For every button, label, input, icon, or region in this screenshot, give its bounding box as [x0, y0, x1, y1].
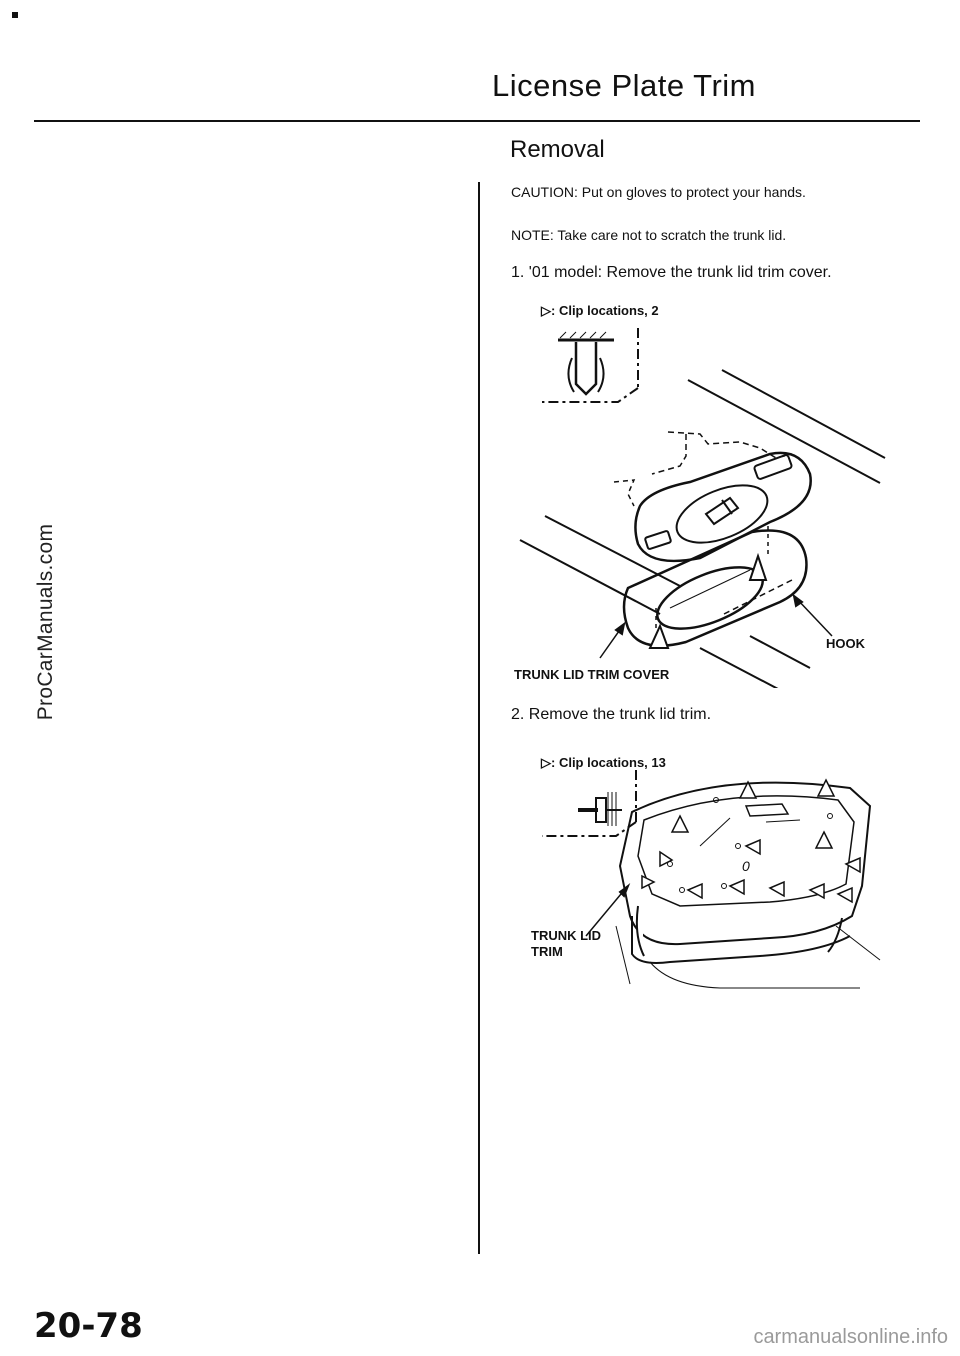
- step-1: 1. '01 model: Remove the trunk lid trim …: [511, 264, 832, 281]
- figure2-clip-inset: [542, 770, 637, 837]
- page-title: License Plate Trim: [492, 68, 756, 103]
- figure1-clip-label: ▷: Clip locations, 2: [541, 303, 659, 318]
- figure1-trim-cover-illustration: [519, 328, 886, 688]
- trunk-lid-trim-cover-label: TRUNK LID TRIM COVER: [514, 667, 670, 682]
- side-watermark: ProCarManuals.com: [34, 523, 57, 721]
- figure2-trunk-lid-trim-illustration: [542, 770, 881, 989]
- caution-note: CAUTION: Put on gloves to protect your h…: [511, 184, 806, 200]
- hook-label: HOOK: [826, 636, 865, 651]
- handwritten-mark: 0: [742, 858, 750, 874]
- title-rule: [34, 120, 920, 122]
- page-number: 20-78: [34, 1306, 143, 1346]
- column-divider: [478, 182, 480, 1254]
- step-2: 2. Remove the trunk lid trim.: [511, 706, 712, 723]
- section-heading: Removal: [510, 136, 605, 163]
- figure2-clip-label: ▷: Clip locations, 13: [541, 755, 666, 770]
- corner-mark: [12, 12, 18, 18]
- trunk-lid-trim-label-line1: TRUNK LID: [531, 928, 602, 943]
- bottom-watermark: carmanualsonline.info: [753, 1326, 948, 1348]
- trunk-lid-trim-label-line2: TRIM: [531, 944, 563, 959]
- care-note: NOTE: Take care not to scratch the trunk…: [511, 227, 787, 243]
- figure1-clip-inset: [542, 328, 639, 403]
